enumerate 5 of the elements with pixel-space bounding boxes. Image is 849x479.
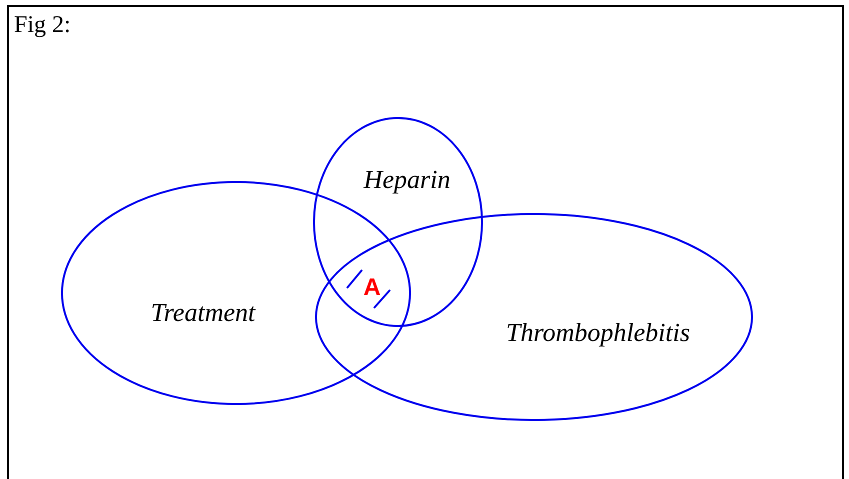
set-label: Treatment <box>150 298 256 328</box>
set-label: Heparin <box>364 165 450 195</box>
figure-title: Fig 2: <box>14 12 71 39</box>
region-label: A <box>363 274 381 302</box>
set-label: Thrombophlebitis <box>506 318 690 348</box>
